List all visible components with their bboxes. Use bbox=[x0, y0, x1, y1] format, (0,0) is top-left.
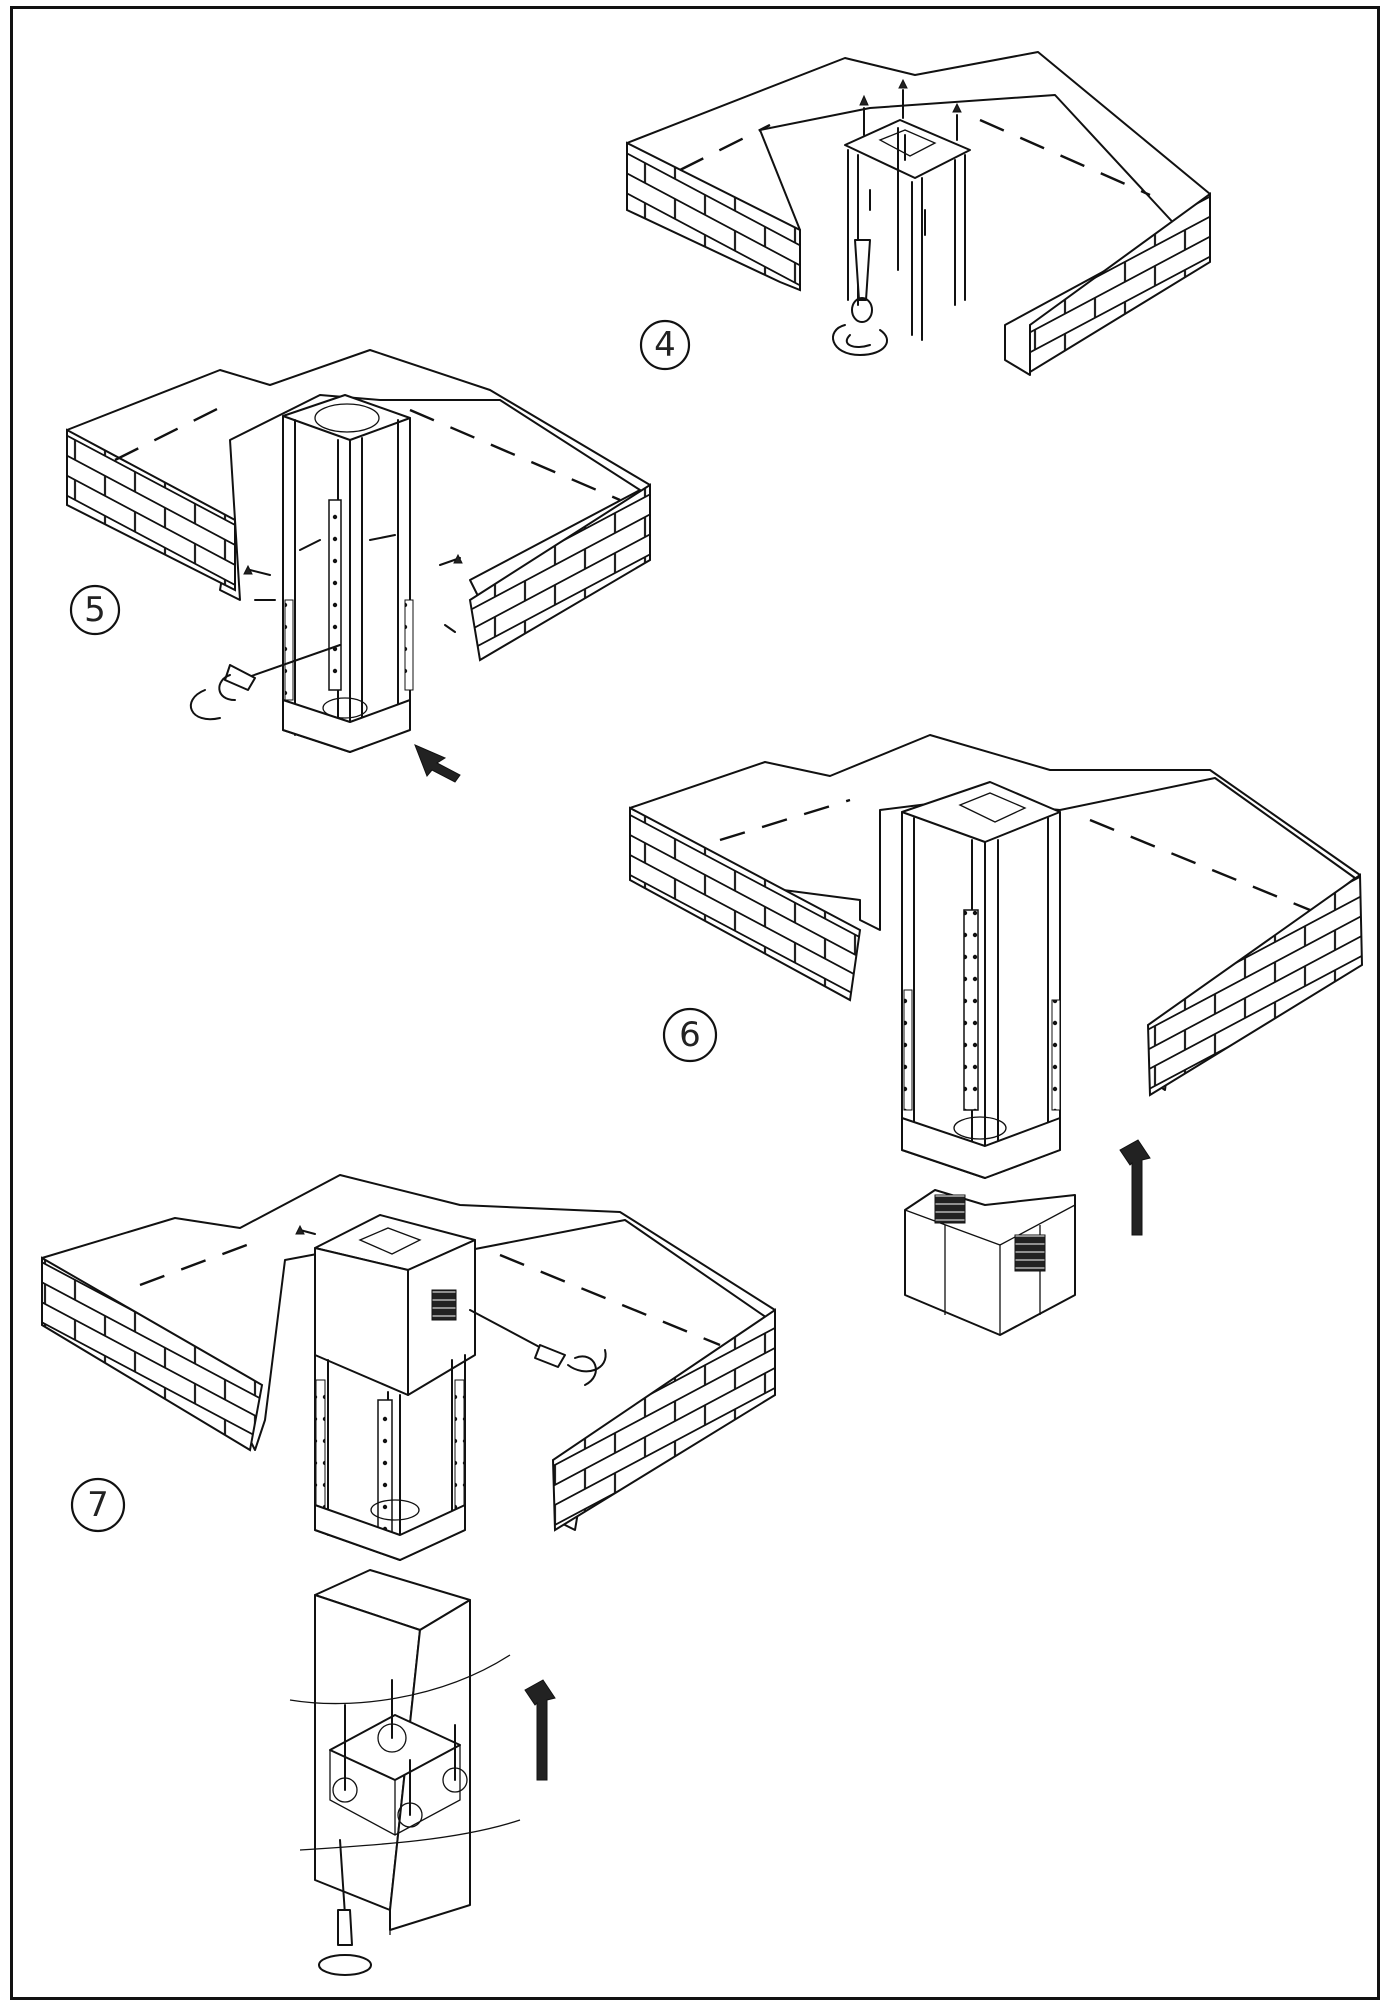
step-number: 6 bbox=[679, 1015, 701, 1055]
page-frame bbox=[10, 6, 1380, 2000]
brick-wall-right bbox=[1029, 192, 1211, 374]
step-number-badge bbox=[70, 1477, 126, 1533]
brick-wall-left bbox=[626, 141, 801, 292]
step-number: 5 bbox=[84, 590, 106, 630]
step-6-illustration: 6 bbox=[629, 734, 1364, 1336]
step-number-badge bbox=[639, 319, 691, 371]
step-4-illustration: 4 bbox=[626, 51, 1211, 376]
step-7-illustration: 7 bbox=[41, 1174, 776, 1976]
step-number-badge bbox=[662, 1007, 718, 1063]
step-5-illustration: 5 bbox=[66, 349, 651, 783]
step-number: 4 bbox=[654, 325, 676, 365]
screw-icon bbox=[859, 78, 962, 236]
step-number: 7 bbox=[87, 1485, 109, 1525]
rotate-arrow-icon bbox=[832, 324, 888, 356]
direction-arrow-icon bbox=[414, 744, 461, 783]
step-number-badge bbox=[69, 584, 121, 636]
